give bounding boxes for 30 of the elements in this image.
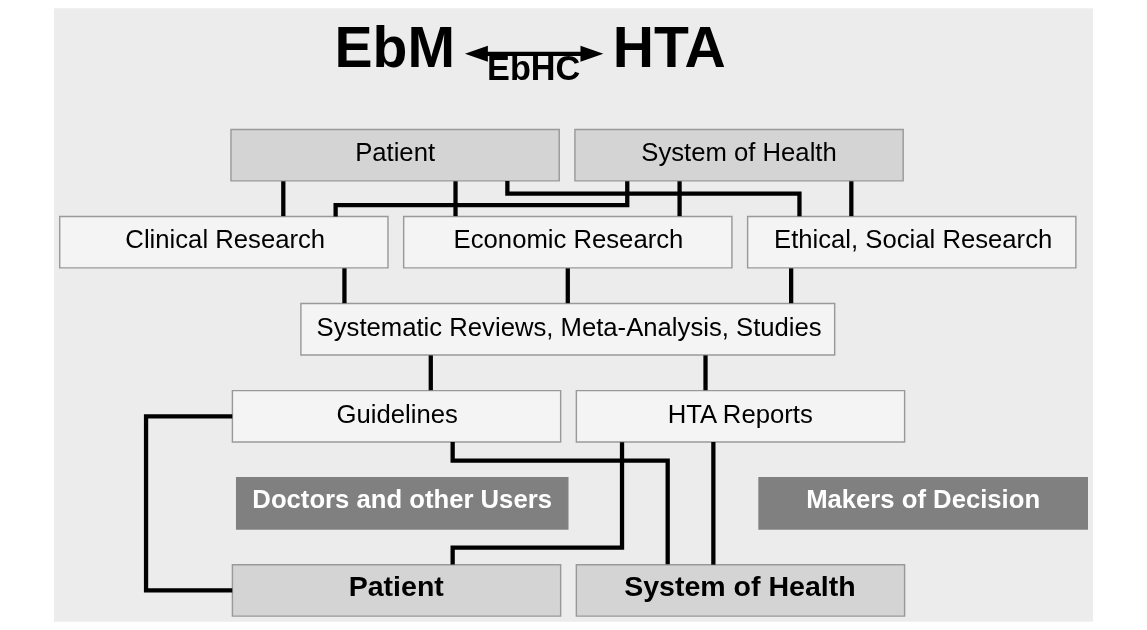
node-box: Clinical Research <box>59 215 389 269</box>
node-box: Patient <box>230 128 560 182</box>
edge-label: EbHC <box>487 48 581 87</box>
connector <box>342 268 347 304</box>
connector <box>565 268 570 304</box>
node-box: Doctors and other Users <box>235 477 569 530</box>
connector <box>849 181 854 217</box>
connector <box>703 355 708 391</box>
connector <box>453 181 458 217</box>
connector <box>333 181 630 217</box>
node-box: System of Health <box>575 564 906 617</box>
node-box: Ethical, Social Research <box>746 215 1077 269</box>
connector <box>450 442 670 565</box>
connector <box>143 414 233 593</box>
connector <box>281 181 286 217</box>
node-box: Economic Research <box>402 215 733 269</box>
connector <box>789 268 794 304</box>
connector <box>677 181 682 217</box>
connector <box>450 442 625 565</box>
node-box: Makers of Decision <box>758 477 1088 530</box>
node-text: HTA <box>612 14 726 79</box>
connector <box>711 442 716 565</box>
connector <box>428 355 433 391</box>
node-text: EbM <box>334 14 455 79</box>
arrow <box>465 45 604 62</box>
node-box: Systematic Reviews, Meta-Analysis, Studies <box>300 302 836 356</box>
node-box: Patient <box>231 564 562 617</box>
node-box: System of Health <box>574 128 904 182</box>
node-box: Guidelines <box>231 389 562 443</box>
node-box: HTA Reports <box>575 389 906 443</box>
